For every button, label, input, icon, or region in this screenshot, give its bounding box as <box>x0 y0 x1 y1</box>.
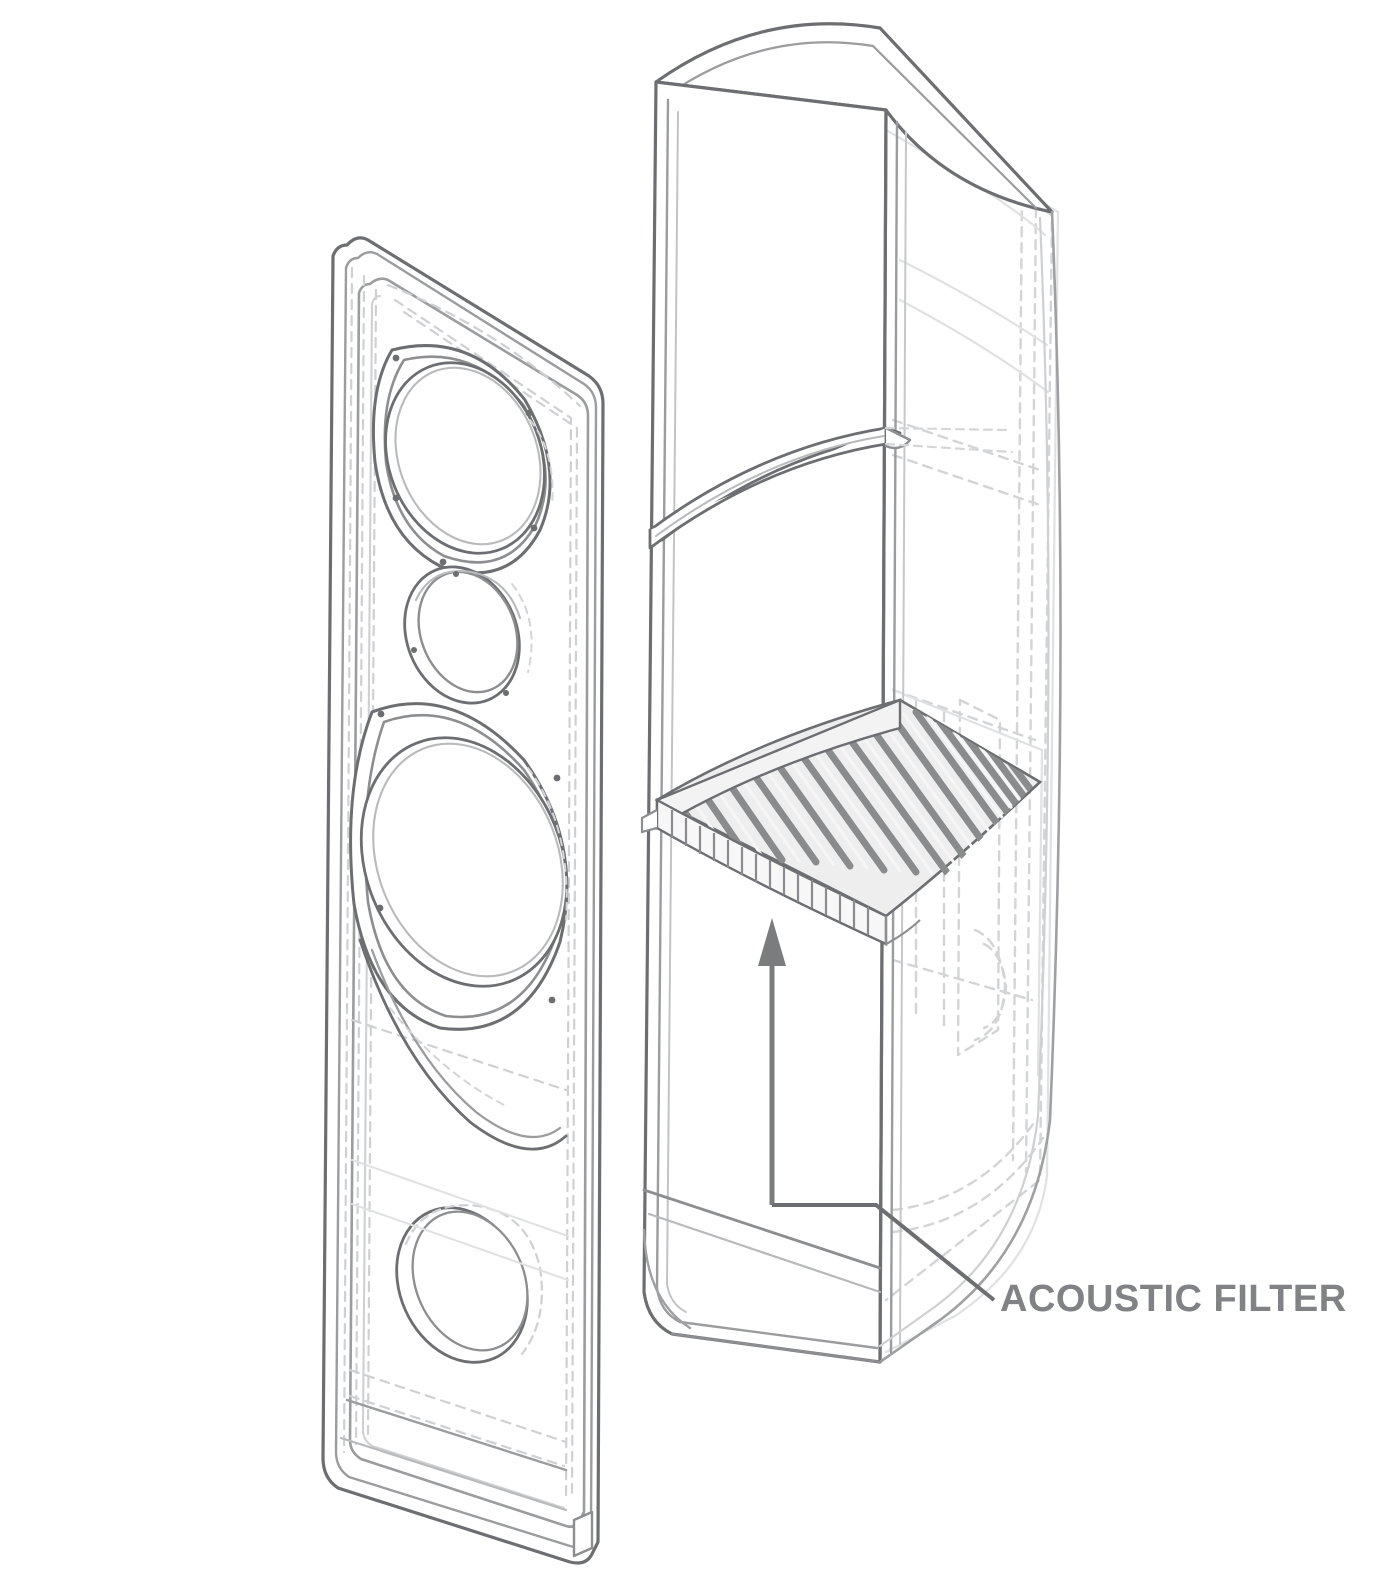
cabinet-bottom-floor <box>642 1188 882 1364</box>
cabinet-faint-lines <box>884 106 1060 1354</box>
callout-arrow-head <box>758 918 786 966</box>
cabinet-enclosure <box>642 22 1062 1364</box>
acoustic-filter-right-tip <box>884 916 921 946</box>
cabinet-right-wall <box>878 210 1062 1364</box>
cabinet-left-wall-inner2 <box>666 111 687 1313</box>
callout-acoustic-filter <box>758 918 996 1302</box>
cabinet-bottom-corner <box>642 1228 692 1330</box>
upper-driver-cutout <box>371 344 554 575</box>
baffle-lower-guides <box>351 1159 569 1237</box>
acoustic-filter-label: ACOUSTIC FILTER <box>1000 1278 1347 1320</box>
cabinet-top-face <box>654 22 1054 214</box>
cabinet-internal-brace <box>648 426 1014 550</box>
acoustic-filter-mount-tab <box>640 809 658 834</box>
acoustic-filter-rib-ends <box>670 810 870 935</box>
acoustic-filter-rib-highlights <box>686 712 1038 877</box>
front-baffle-panel <box>321 236 605 1565</box>
acoustic-filter-part <box>640 698 1043 946</box>
tweeter-cutout <box>403 565 533 705</box>
baffle-bottom-rail <box>339 1398 594 1558</box>
callout-leader-line <box>772 1203 996 1302</box>
bass-port-cutout <box>395 1204 543 1364</box>
cabinet-right-wall-inner <box>878 216 1050 1348</box>
baffle-lower-guides-2 <box>351 1203 569 1281</box>
cabinet-top-face-inner <box>664 41 1038 210</box>
woofer-cutout <box>349 702 569 1151</box>
